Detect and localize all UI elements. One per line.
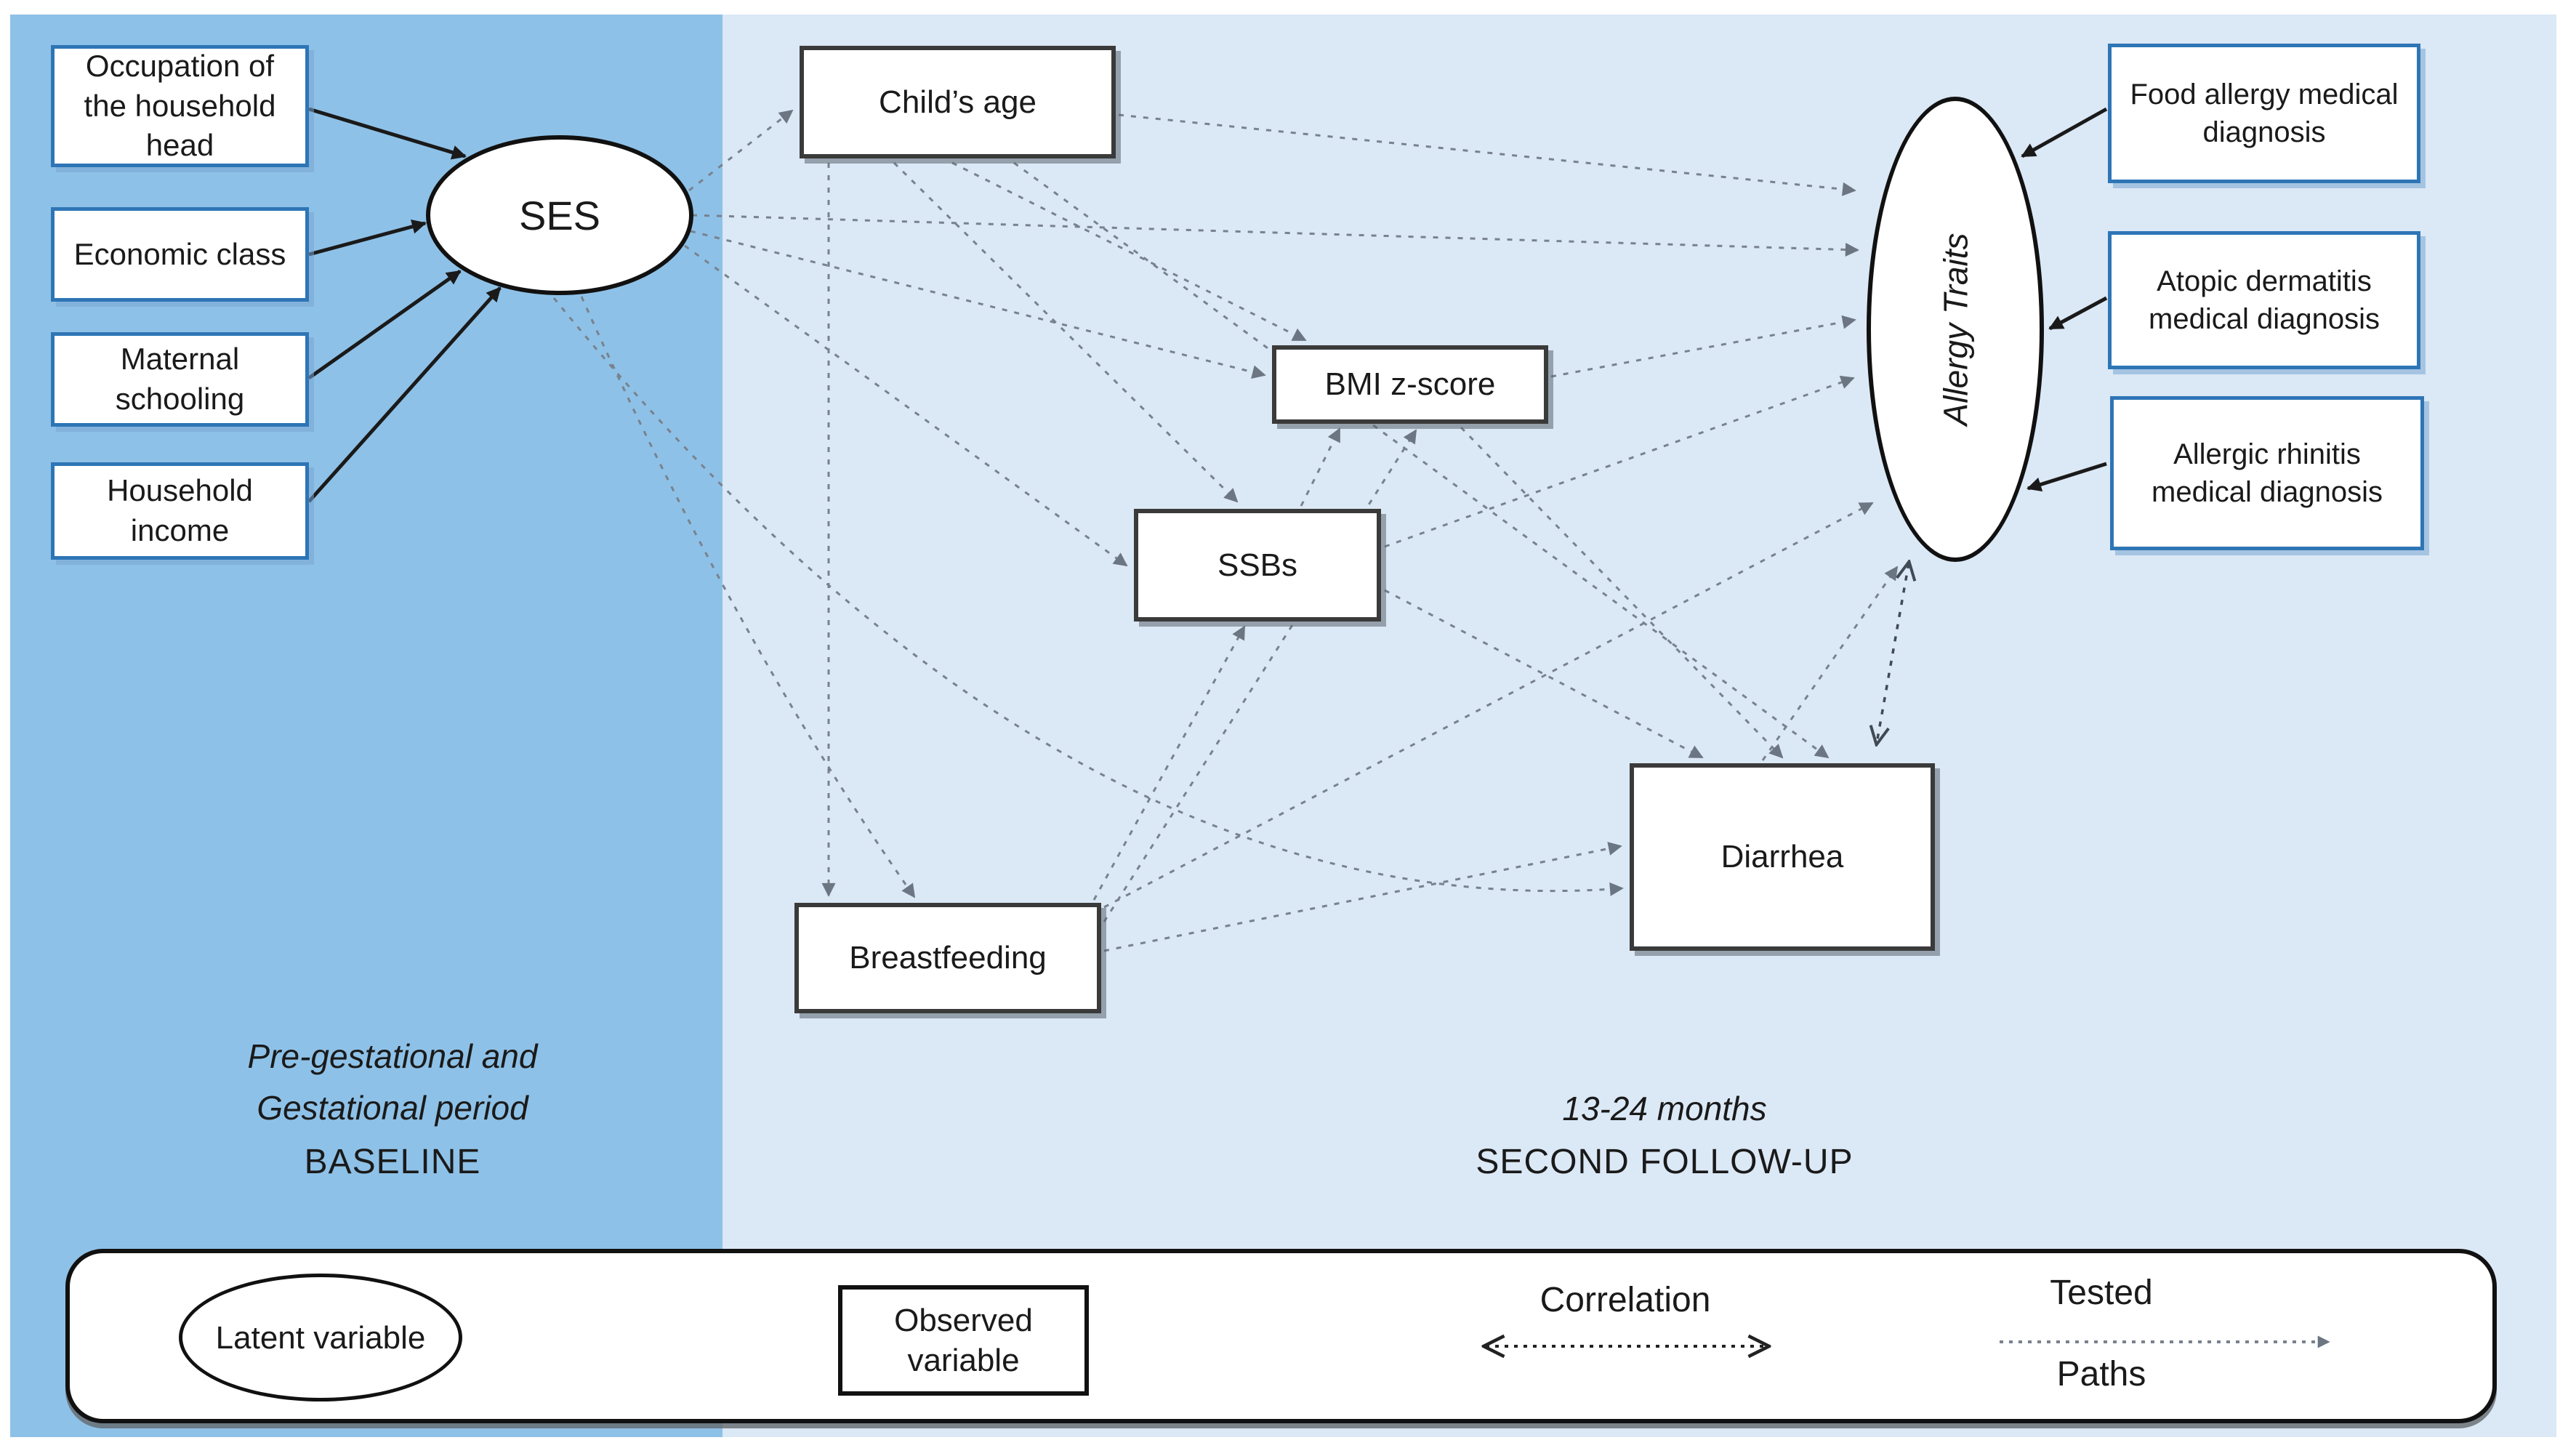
edge-bmi-to-diarrhea-tested — [1460, 426, 1784, 759]
baseline-caption-line3: BASELINE — [304, 1142, 481, 1181]
followup-caption: 13-24 months SECOND FOLLOW-UP — [1403, 1083, 1926, 1191]
box-bmi-z-score: BMI z-score — [1272, 345, 1548, 424]
diarrhea-label: Diarrhea — [1720, 839, 1844, 875]
legend-tested-label-line2: Paths — [2056, 1355, 2146, 1393]
food-allergy-label: Food allergy medical diagnosis — [2130, 79, 2399, 148]
box-atopic-dermatitis-diagnosis: Atopic dermatitis medical diagnosis — [2108, 231, 2420, 369]
edge-maternal-to-ses-measurement — [307, 269, 462, 380]
legend-correlation: Correlation — [1473, 1275, 1778, 1326]
latent-allergy-traits: Allergy Traits — [1867, 97, 2044, 562]
edge-rhinitis-to-allergy-measurement — [2026, 462, 2107, 492]
edge-childs-age-to-ssbs-tested — [893, 161, 1239, 503]
household-income-label: Household income — [107, 473, 253, 547]
edge-breastfeeding-to-ssbs-tested — [1092, 625, 1246, 901]
baseline-caption-line1: Pre-gestational and — [247, 1037, 538, 1075]
legend-arrows — [70, 1253, 2330, 1428]
box-allergic-rhinitis-diagnosis: Allergic rhinitis medical diagnosis — [2110, 396, 2424, 550]
legend-observed-label: Observed variable — [894, 1303, 1033, 1378]
edge-childs-age-to-allergy-tested — [1118, 113, 1856, 196]
box-diarrhea: Diarrhea — [1630, 763, 1935, 951]
edge-occupation-to-ses-measurement — [308, 107, 467, 160]
edge-ses-to-diarrhea-tested — [552, 297, 1624, 896]
bmi-z-score-label: BMI z-score — [1324, 366, 1496, 403]
allergy-traits-label: Allergy Traits — [1936, 233, 1975, 426]
edge-allergy-to-diarrhea-correlation — [1877, 563, 1909, 743]
legend-tested: Tested — [1931, 1269, 2272, 1317]
ssbs-label: SSBs — [1217, 547, 1298, 583]
legend-latent-label: Latent variable — [215, 1319, 426, 1356]
edge-ses-to-breastfeeding-tested — [580, 296, 916, 898]
economic-class-label: Economic class — [73, 236, 286, 271]
edge-ses-to-childs-age-tested — [688, 109, 794, 192]
legend-observed-variable: Observed variable — [838, 1285, 1089, 1396]
followup-caption-line2: SECOND FOLLOW-UP — [1476, 1143, 1853, 1182]
edge-ssbs-to-allergy-tested — [1384, 375, 1855, 548]
box-food-allergy-diagnosis: Food allergy medical diagnosis — [2108, 44, 2420, 183]
box-maternal-schooling: Maternal schooling — [51, 332, 309, 427]
breastfeeding-label: Breastfeeding — [849, 940, 1047, 976]
baseline-caption-line2: Gestational period — [257, 1089, 528, 1127]
box-breastfeeding: Breastfeeding — [794, 903, 1101, 1013]
edge-bmi-to-allergy-tested — [1550, 315, 1856, 378]
allergic-rhinitis-label: Allergic rhinitis medical diagnosis — [2152, 438, 2383, 508]
followup-caption-line1: 13-24 months — [1562, 1090, 1767, 1127]
legend: Latent variable Observed variable Correl… — [65, 1249, 2497, 1423]
ses-label: SES — [518, 192, 601, 238]
legend-tested-label-line1: Tested — [2050, 1274, 2153, 1312]
maternal-schooling-label: Maternal schooling — [115, 342, 245, 416]
edge-breastfeeding-to-allergy-tested — [1103, 502, 1874, 909]
edge-food-to-allergy-measurement — [2021, 107, 2108, 158]
latent-ses: SES — [426, 135, 693, 295]
edge-atopic-to-allergy-measurement — [2048, 296, 2108, 331]
childs-age-label: Child’s age — [879, 84, 1037, 120]
box-childs-age: Child’s age — [800, 46, 1116, 158]
edge-breastfeeding-to-diarrhea-tested — [1103, 842, 1622, 952]
box-economic-class: Economic class — [51, 207, 309, 302]
atopic-dermatitis-label: Atopic dermatitis medical diagnosis — [2149, 265, 2380, 335]
edge-ses-to-allergy-tested — [691, 214, 1859, 257]
edge-childs-age-to-bmi-tested — [951, 161, 1307, 342]
box-occupation-household-head: Occupation of the household head — [51, 45, 309, 167]
edge-economic-to-ses-measurement — [308, 220, 427, 257]
box-household-income: Household income — [51, 462, 309, 560]
edge-ssbs-to-diarrhea-tested — [1384, 589, 1704, 759]
occupation-label: Occupation of the household head — [84, 49, 276, 163]
legend-latent-variable: Latent variable — [179, 1274, 462, 1401]
edge-childs-age-to-diarrhea-tested — [1013, 161, 1830, 759]
edge-layer — [307, 107, 2108, 952]
box-ssbs: SSBs — [1134, 509, 1381, 622]
baseline-caption: Pre-gestational and Gestational period B… — [167, 1031, 618, 1190]
edge-breastfeeding-to-bmi-tested — [1103, 429, 1417, 922]
edge-ssbs-to-bmi-tested — [1300, 427, 1341, 507]
legend-correlation-label: Correlation — [1539, 1281, 1711, 1319]
edge-ses-to-bmi-tested — [690, 230, 1266, 379]
edge-household-to-ses-measurement — [307, 286, 502, 503]
edge-diarrhea-to-allergy-tested — [1761, 566, 1899, 761]
legend-paths: Paths — [1931, 1351, 2272, 1399]
edge-ses-to-ssbs-tested — [684, 244, 1128, 567]
